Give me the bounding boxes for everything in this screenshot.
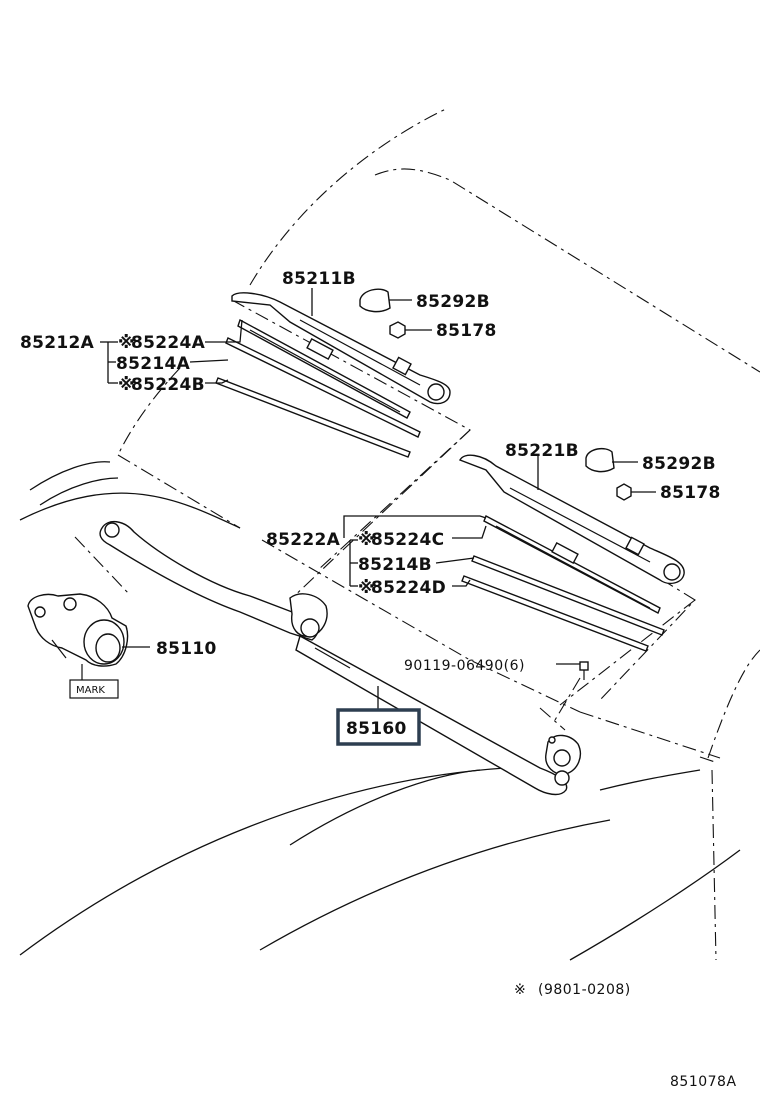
asterisk-85224D: ※ — [358, 578, 375, 598]
label-85211B: 85211B — [282, 269, 356, 289]
mark-label: MARK — [76, 685, 105, 696]
cap-85292B-right — [585, 447, 615, 473]
footnote-date-range: (9801-0208) — [538, 982, 631, 998]
wiper-link-assembly — [99, 521, 582, 796]
part-labels: 85211B 85292B 85178 85212A ※ 85224A 8521… — [20, 269, 721, 674]
label-85212A: 85212A — [20, 333, 95, 353]
wiper-blade-left — [215, 318, 421, 458]
hood-curves — [19, 461, 741, 961]
label-90119-06490: 90119-06490(6) — [404, 658, 525, 674]
footnote-asterisk: ※ — [514, 982, 526, 998]
label-85224C: 85224C — [371, 530, 444, 550]
label-85214A: 85214A — [116, 354, 191, 374]
label-85224B: 85224B — [131, 375, 205, 395]
label-85292B-upper: 85292B — [416, 292, 490, 312]
leader-lines — [81, 288, 656, 712]
label-85224A: 85224A — [131, 333, 206, 353]
asterisk-85224C: ※ — [358, 530, 375, 550]
wiper-arm-right — [459, 454, 685, 585]
label-85292B-right: 85292B — [642, 454, 716, 474]
label-85224D: 85224D — [371, 578, 446, 598]
label-85214B: 85214B — [358, 555, 432, 575]
nut-85178-right — [616, 483, 632, 501]
label-85222A: 85222A — [266, 530, 341, 550]
nut-85178-upper — [389, 321, 406, 339]
mark-tag: MARK — [69, 679, 119, 699]
asterisk-85224A: ※ — [118, 333, 135, 353]
bolt-90119 — [579, 661, 589, 680]
label-85178-right: 85178 — [660, 483, 721, 503]
highlight-85160[interactable]: 85160 — [336, 708, 421, 746]
label-85160: 85160 — [346, 719, 407, 739]
wiper-arm-left — [231, 292, 451, 405]
asterisk-85224B: ※ — [118, 375, 135, 395]
figure-code: 851078A — [670, 1074, 737, 1090]
label-85110: 85110 — [156, 639, 217, 659]
wiper-motor — [27, 593, 129, 680]
label-85221B: 85221B — [505, 441, 579, 461]
wiper-blade-right — [461, 515, 665, 652]
label-85178-upper: 85178 — [436, 321, 497, 341]
cap-85292B-upper — [359, 288, 391, 313]
body-outline — [117, 107, 760, 961]
